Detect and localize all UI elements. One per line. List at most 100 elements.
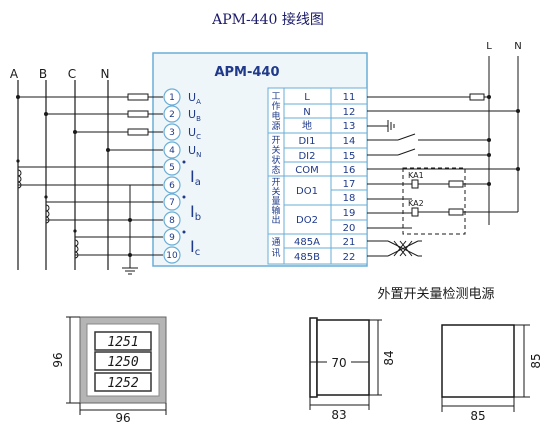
cutout-view [441,324,515,398]
voltage-wires [18,96,163,151]
phase-a-label: A [10,67,19,81]
ic-sub: c [195,247,201,258]
svg-text:Ib: Ib [190,202,201,223]
term-name-485A: 485A [294,237,320,248]
term-name-DI2: DI2 [298,151,315,162]
term-name-DO1: DO1 [296,186,318,197]
terminal-4: 4 [169,146,175,156]
terminal-9: 9 [169,233,175,243]
uc-label: U [188,126,196,139]
relay-box [402,167,466,235]
junction-dots [16,95,110,152]
term-name-DO2: DO2 [296,215,318,226]
display-3 [94,372,152,392]
supply-labels: L N [486,41,522,52]
svg-text:UB: UB [188,108,201,123]
side-height-dim: 84 [382,350,396,365]
front-panel-view: 1251 1250 1252 [79,316,167,404]
ic-label: I [190,237,195,256]
terminal-1: 1 [169,93,175,103]
svg-text:Ia: Ia [190,167,201,188]
supply-fuse [469,93,485,101]
svg-text:UA: UA [188,91,201,106]
front-dimensions [66,316,167,415]
right-wiring [367,56,519,257]
ka2-coil [411,207,419,217]
ka2-contact [448,208,464,216]
cutout-dimensions [441,324,530,412]
uc-sub: C [196,133,201,141]
terminal-7: 7 [169,198,175,208]
phase-labels: A B C N [10,67,110,81]
svg-text:UN: UN [188,144,201,159]
power-note: 外置开关量检测电源 [377,287,494,302]
ua-label: U [188,91,196,104]
term-name-N: N [303,107,310,118]
group-switch-state: 开关状态 [271,135,280,176]
polarity-dots [182,160,186,234]
display-3-value: 1252 [107,376,138,391]
relay-coils [411,179,464,217]
device-name: APM-440 [214,65,279,80]
terminal-22: 22 [343,252,356,263]
terminal-6: 6 [169,181,175,191]
terminal-group-labels: 工作电源 开关状态 开关量输出 通讯 [271,92,280,259]
diagram-title: APM-440 接线图 [211,11,324,28]
ka2-label: KA2 [408,199,424,208]
cutout-height-dim: 85 [529,353,543,368]
display-2-value: 1250 [107,355,138,370]
ib-sub: b [195,212,201,223]
current-transformers [17,166,163,268]
relay-labels: KA1 KA2 [408,171,424,208]
fuse-b [127,110,149,118]
terminal-13: 13 [343,121,356,132]
side-depth-dim: 83 [331,408,346,422]
ib-label: I [190,202,195,221]
term-name-L: L [304,92,310,103]
ground-symbol [122,267,138,275]
term-name-ground: 地 [302,119,312,132]
ub-label: U [188,108,196,121]
terminal-18: 18 [343,193,356,204]
display-2 [94,351,152,371]
right-terminal-table [267,87,368,265]
term-name-COM: COM [295,165,318,176]
terminal-3: 3 [169,128,175,138]
terminal-names: L N 地 DI1 DI2 COM DO1 DO2 485A 485B [294,92,320,263]
fuse-c [127,128,149,136]
phase-c-label: C [68,67,76,81]
side-inner-dim: 70 [331,356,346,370]
fuses [127,93,149,136]
phase-b-label: B [39,67,47,81]
front-height-dim: 96 [51,352,65,367]
svg-text:Ic: Ic [190,237,200,258]
terminal-21: 21 [343,237,356,248]
voltage-labels: UA UB UC UN [188,91,201,159]
display-1 [94,331,152,351]
terminal-numbers-right: 11 12 13 14 15 16 17 18 19 20 21 22 [343,92,356,263]
ka1-label: KA1 [408,171,424,180]
current-labels: Ia Ib Ic [190,167,201,258]
twisted-pair [387,240,422,257]
group-power: 工作电源 [271,92,280,132]
terminal-16: 16 [343,165,356,176]
terminal-2: 2 [169,110,175,120]
terminal-17: 17 [343,179,356,190]
phase-lines [17,80,109,270]
terminal-5: 5 [169,163,175,173]
svg-text:UC: UC [188,126,201,141]
terminal-20: 20 [343,223,356,234]
terminal-8: 8 [169,216,175,226]
un-sub: N [196,151,201,159]
left-terminal-circles [163,88,181,264]
term-name-DI1: DI1 [298,136,315,147]
un-label: U [188,144,196,157]
ia-label: I [190,167,195,186]
ka1-contact [448,180,464,188]
supply-L: L [486,41,492,52]
terminal-14: 14 [343,136,356,147]
terminal-10: 10 [166,251,178,261]
terminal-19: 19 [343,208,356,219]
group-comm: 通讯 [271,237,280,259]
